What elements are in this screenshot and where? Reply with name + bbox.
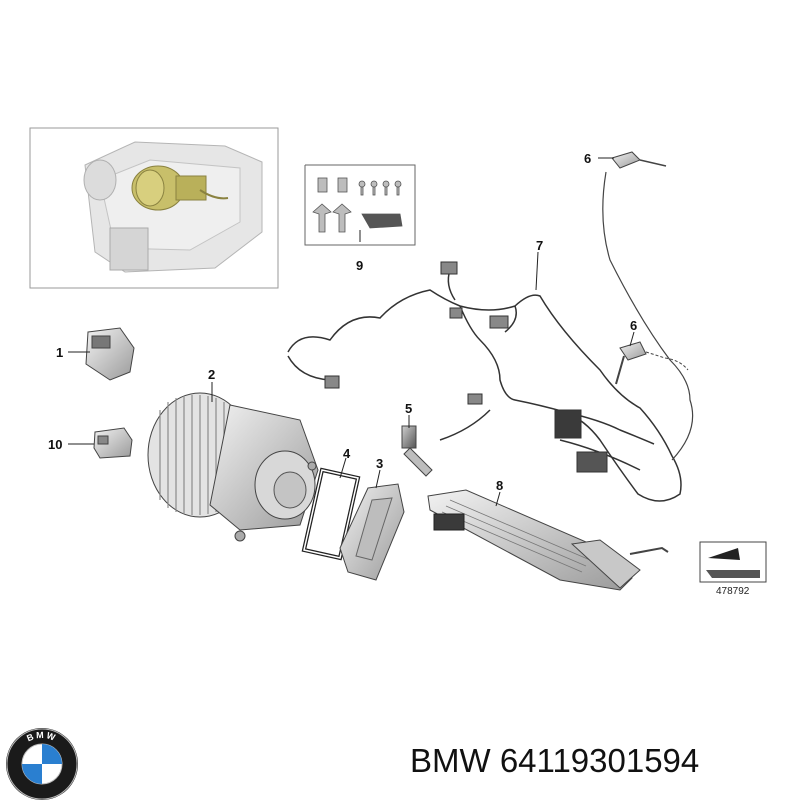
brand-name: BMW: [410, 742, 491, 779]
part-10-component: [93, 427, 133, 459]
callout-7: 7: [536, 238, 543, 253]
part-9-fastener-kit: [304, 164, 416, 246]
part-4-gasket: [301, 467, 361, 561]
callout-4: 4: [343, 446, 351, 461]
part-1-component: [85, 327, 135, 381]
callout-3: 3: [376, 456, 383, 471]
overview-inset: [29, 127, 279, 289]
harness-connectors: [324, 261, 608, 473]
callout-6-middle: 6: [630, 318, 637, 333]
part-3-controller: [339, 483, 405, 581]
leader-lines: [68, 157, 635, 507]
part-7-wiring-harness: [287, 269, 682, 502]
hvac-housing-illustration: [83, 141, 263, 273]
part-6-sensor-cable: [602, 151, 694, 461]
callout-8: 8: [496, 478, 503, 493]
orientation-arrow-icon: [699, 541, 767, 583]
diagram-reference-number: 478792: [716, 586, 750, 597]
part-5-sensor: [401, 425, 433, 477]
part-2-blower-motor: [147, 392, 319, 542]
highlighted-blower-illustration: [131, 165, 229, 211]
callout-1: 1: [56, 345, 63, 360]
svg-text:BMW: BMW: [25, 730, 58, 744]
callout-5: 5: [405, 401, 412, 416]
bmw-logo: BMW: [6, 728, 78, 800]
callout-9: 9: [356, 258, 363, 273]
callout-10: 10: [48, 437, 62, 452]
callout-2: 2: [208, 367, 215, 382]
callout-6-top: 6: [584, 151, 591, 166]
part-8-heat-exchanger: [427, 489, 669, 591]
part-number: 64119301594: [499, 742, 700, 779]
part-caption: BMW 64119301594: [410, 736, 790, 786]
callout-numbers: 1 2 3 4 5 6 6 7 8 9 10: [48, 151, 637, 493]
